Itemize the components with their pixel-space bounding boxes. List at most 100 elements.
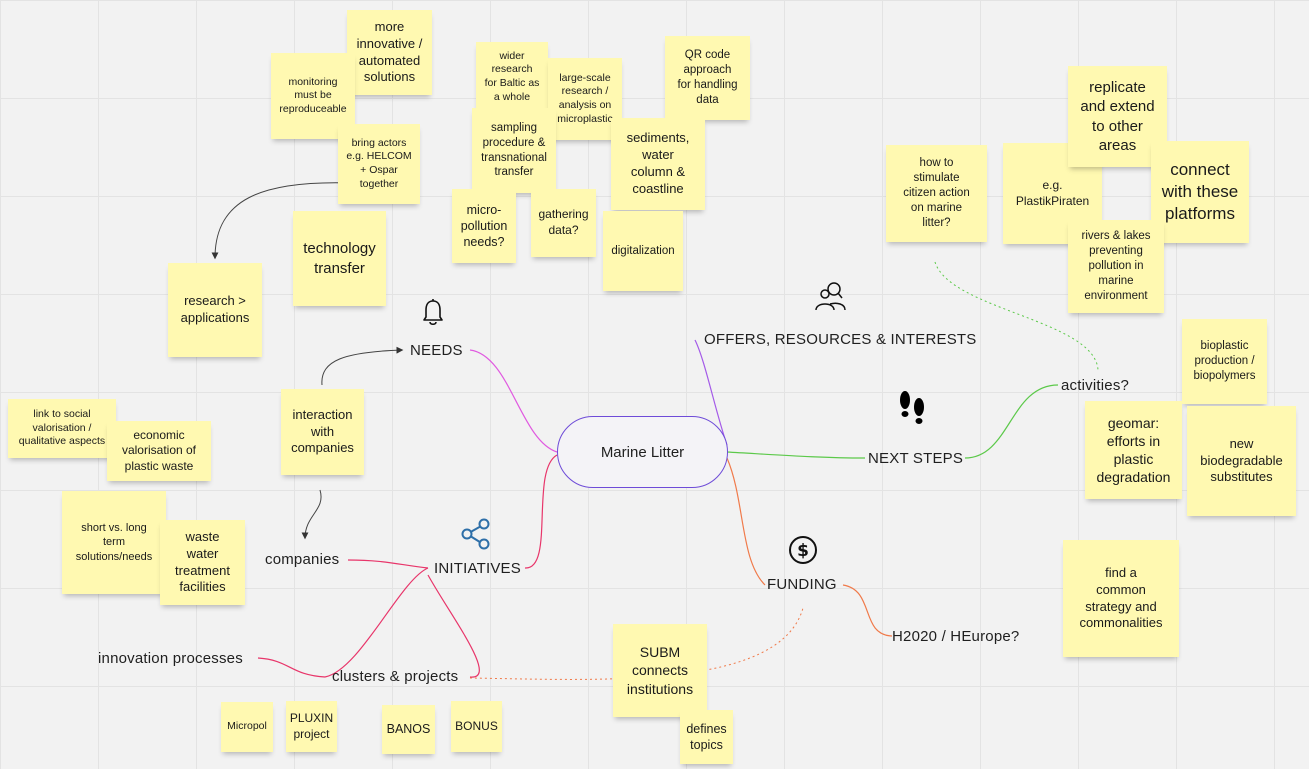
offers-node[interactable]: OFFERS, RESOURCES & INTERESTS	[704, 331, 977, 348]
sticky-note-text: common	[1096, 581, 1146, 597]
sticky-note-text: microplastic	[557, 112, 613, 125]
sticky-note-text: production /	[1194, 355, 1255, 368]
sticky-note-text: defines	[686, 721, 727, 736]
sticky-note-text: coastline	[632, 180, 684, 196]
sticky-note-text: gathering	[538, 207, 589, 222]
needs-node[interactable]: NEEDS	[410, 342, 463, 359]
sticky-note-text: economic	[133, 427, 185, 442]
sticky-note-text: substitutes	[1210, 469, 1273, 485]
companies-label: companies	[265, 551, 340, 568]
sticky-note-text: companies	[291, 440, 354, 456]
sticky-note-text: transfer	[314, 259, 365, 277]
activities-label: activities?	[1061, 377, 1130, 394]
sticky-note-text: plastic	[1113, 451, 1154, 467]
h2020-node[interactable]: H2020 / HEurope?	[892, 628, 1019, 645]
sticky-note-text: sediments,	[626, 130, 690, 146]
initiatives-branch-line	[524, 454, 558, 569]
funding-branch-line	[726, 457, 766, 586]
sticky-note-text: innovative /	[356, 35, 423, 51]
clusters-line-2	[324, 567, 429, 678]
companies-line	[347, 559, 429, 569]
sticky-note-text: marine	[1098, 274, 1134, 287]
needs-label: NEEDS	[410, 342, 463, 359]
sticky-note-digitalization[interactable]: digitalization	[603, 211, 683, 291]
next-steps-node[interactable]: NEXT STEPS	[868, 450, 963, 467]
sticky-note-text: digitalization	[611, 244, 675, 257]
sticky-note-text: data?	[548, 223, 579, 237]
sticky-note-bonus[interactable]: BONUS	[451, 701, 502, 752]
sticky-note-text: research	[491, 63, 533, 76]
sticky-note-text: efforts in	[1106, 432, 1161, 449]
clusters-line	[427, 574, 480, 678]
sticky-note-text: micro-	[466, 202, 502, 217]
initiatives-node[interactable]: INITIATIVES	[434, 560, 521, 577]
sticky-note-research-applications[interactable]: research >applications	[168, 263, 262, 357]
sticky-note-text: litter?	[922, 216, 951, 229]
funding-node[interactable]: FUNDING	[767, 576, 837, 593]
sticky-note-banos[interactable]: BANOS	[382, 705, 435, 754]
clusters-label: clusters & projects	[332, 668, 459, 685]
central-topic[interactable]: Marine Litter	[557, 416, 728, 488]
sticky-note-text: research /	[561, 85, 609, 98]
sticky-note-text: sampling	[490, 121, 537, 134]
sticky-note-text: replicate	[1089, 78, 1146, 96]
sticky-note-text: column &	[630, 164, 686, 179]
sticky-note-text: more	[374, 18, 405, 34]
sticky-note-text: stimulate	[913, 172, 960, 185]
sticky-note-text: large-scale	[559, 71, 611, 84]
sticky-note-text: topics	[690, 738, 723, 752]
sticky-note-text: valorisation of	[121, 443, 197, 458]
sticky-note-text: geomar:	[1107, 414, 1160, 431]
innovation-label: innovation processes	[98, 650, 243, 667]
sticky-note-text: solutions	[363, 69, 416, 85]
companies-node[interactable]: companies	[265, 551, 339, 568]
sticky-note-micropol[interactable]: Micropol	[221, 702, 273, 752]
sticky-note-text: connects	[631, 662, 689, 679]
activities-node[interactable]: activities?	[1061, 377, 1129, 394]
sticky-note-text: research >	[184, 293, 246, 309]
sticky-note-text: solutions/needs	[75, 550, 153, 563]
sticky-note-text: term	[102, 536, 125, 549]
sticky-note-text: e.g. HELCOM	[346, 150, 412, 163]
sticky-note-text: connect	[1170, 159, 1230, 179]
sticky-note-text: new	[1229, 435, 1254, 451]
sticky-note-text: link to social	[33, 408, 91, 421]
sticky-note-text: transfer	[494, 166, 534, 179]
sticky-note-text: bring actors	[351, 136, 407, 149]
sticky-note-text: facilities	[179, 579, 226, 595]
clusters-node[interactable]: clusters & projects	[332, 668, 458, 685]
sticky-note-text: find a	[1105, 564, 1137, 580]
sticky-note-text: water	[642, 147, 674, 163]
sticky-note-text: platforms	[1165, 204, 1235, 224]
bell-icon	[423, 299, 443, 326]
sticky-note-text: qualitative aspects	[18, 435, 106, 448]
sticky-note-defines-topics[interactable]: defines topics	[680, 710, 733, 764]
innovation-node[interactable]: innovation processes	[98, 650, 243, 667]
